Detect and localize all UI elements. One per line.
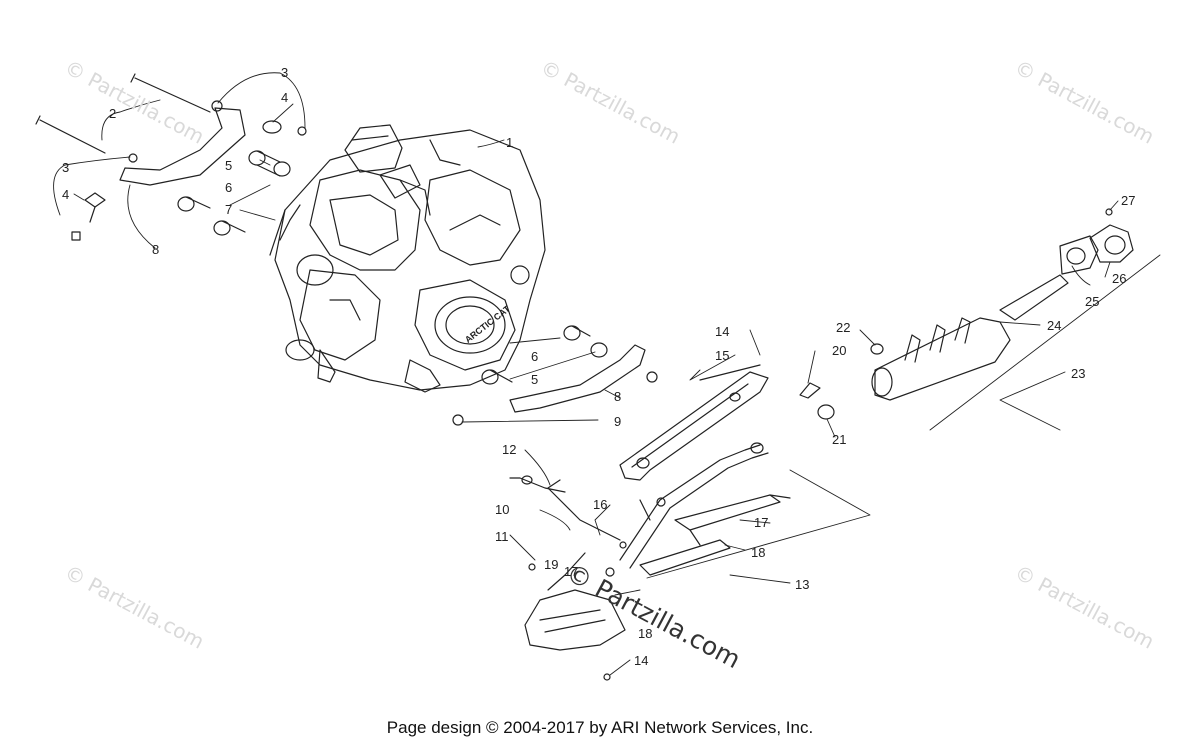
callout-14: 14 [715,324,730,339]
callout-3: 3 [281,65,289,80]
exhaust-system [509,442,769,591]
callout-4-lower: 4 [62,187,70,202]
callout-19: 19 [544,557,559,572]
callout-15: 15 [715,348,730,363]
leader-lines [53,72,1161,676]
callout-6-right: 6 [531,349,539,364]
callout-26: 26 [1112,271,1127,286]
callout-6: 6 [225,180,233,195]
callout-14-lower: 14 [634,653,649,668]
callout-5: 5 [225,158,233,173]
heat-shield [619,364,769,481]
rear-brackets [639,494,791,576]
lower-shield [524,589,626,681]
callout-21: 21 [832,432,847,447]
callout-1: 1 [506,135,514,150]
callout-12: 12 [502,442,517,457]
callout-8: 8 [152,242,160,257]
callout-25: 25 [1085,294,1100,309]
callout-9: 9 [614,414,622,429]
callout-22: 22 [836,320,851,335]
callout-27: 27 [1121,193,1136,208]
muffler [799,208,1134,420]
left-mounting-hardware [35,73,307,241]
callout-23: 23 [1071,366,1086,381]
callout-17: 17 [754,515,769,530]
callout-7: 7 [225,202,233,217]
callout-18-lower: 18 [638,626,653,641]
callout-5-right: 5 [531,372,539,387]
callout-20: 20 [832,343,847,358]
callout-11: 11 [495,529,509,544]
callout-4: 4 [281,90,289,105]
callout-13: 13 [795,577,810,592]
callout-18: 18 [751,545,766,560]
callout-10: 10 [495,502,510,517]
callout-3-lower: 3 [62,160,70,175]
callout-16: 16 [593,497,608,512]
callout-17-lower: 17 [564,564,579,579]
right-mounting-hardware [452,325,658,426]
callout-24: 24 [1047,318,1062,333]
page-footer: Page design © 2004-2017 by ARI Network S… [386,718,814,737]
callout-2: 2 [109,106,117,121]
engine [269,124,546,393]
callout-8-right: 8 [614,389,622,404]
